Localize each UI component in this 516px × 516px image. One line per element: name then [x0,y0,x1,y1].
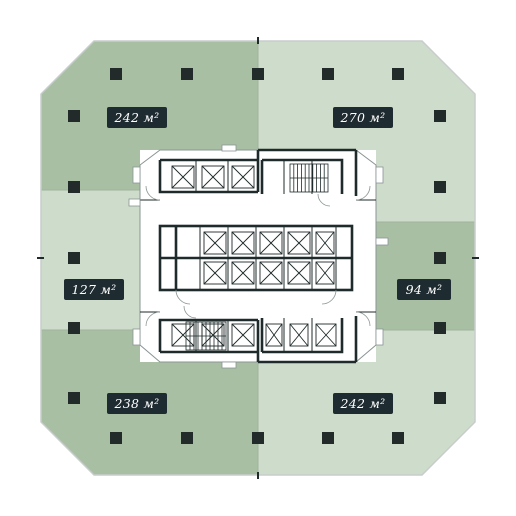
column [434,392,446,404]
door-swings [145,185,371,327]
elevator-shaft [231,261,255,285]
structural-columns [68,68,446,444]
core-thin-lines [140,160,376,352]
unit-e[interactable] [376,222,475,330]
column [434,252,446,264]
column [252,68,264,80]
stair-top [289,163,329,193]
column [434,181,446,193]
column [68,322,80,334]
elevator-shaft [259,231,283,255]
column [181,68,193,80]
elevator-shaft [171,165,195,189]
building-core [128,144,389,369]
column [68,252,80,264]
area-label-nw[interactable]: 242 м² [107,107,167,128]
column [68,110,80,122]
elevator-shaft [201,165,225,189]
area-label-nw-text: 242 м² [113,110,159,125]
column [322,68,334,80]
column [110,432,122,444]
column [392,432,404,444]
column [181,432,193,444]
elevator-shaft [231,323,255,347]
elevator-shaft [231,231,255,255]
unit-w[interactable] [41,190,140,330]
elevator-shaft [315,231,335,255]
column [110,68,122,80]
column [68,181,80,193]
area-label-ne[interactable]: 270 м² [333,107,393,128]
elevator-shaft [259,261,283,285]
column [322,432,334,444]
elevator-shaft [265,323,283,347]
column [68,392,80,404]
column [434,110,446,122]
elevator-shaft [315,323,337,347]
core-side-markers [128,144,389,369]
area-label-sw[interactable]: 238 м² [107,393,167,414]
elevator-shaft [231,165,255,189]
stair-bottom [185,321,227,351]
elevator-shaft [287,231,311,255]
unit-partitions [41,41,475,475]
area-label-se-text: 242 м² [339,396,385,411]
area-label-e-text: 94 м² [406,282,443,297]
elevator-shafts [171,165,337,347]
area-label-ne-text: 270 м² [339,110,385,125]
unit-ne[interactable] [258,41,475,222]
column [392,68,404,80]
elevator-shaft [287,261,311,285]
elevator-shaft [203,261,227,285]
area-label-e[interactable]: 94 м² [397,279,451,300]
elevator-shaft [315,261,335,285]
area-label-sw-text: 238 м² [113,396,159,411]
area-label-se[interactable]: 242 м² [333,393,393,414]
column [252,432,264,444]
elevator-shaft [203,231,227,255]
area-label-w-text: 127 м² [71,282,116,297]
core-floor [140,150,376,362]
area-label-w[interactable]: 127 м² [64,279,124,300]
building-outline [40,40,476,476]
column [434,322,446,334]
elevator-shaft [289,323,309,347]
